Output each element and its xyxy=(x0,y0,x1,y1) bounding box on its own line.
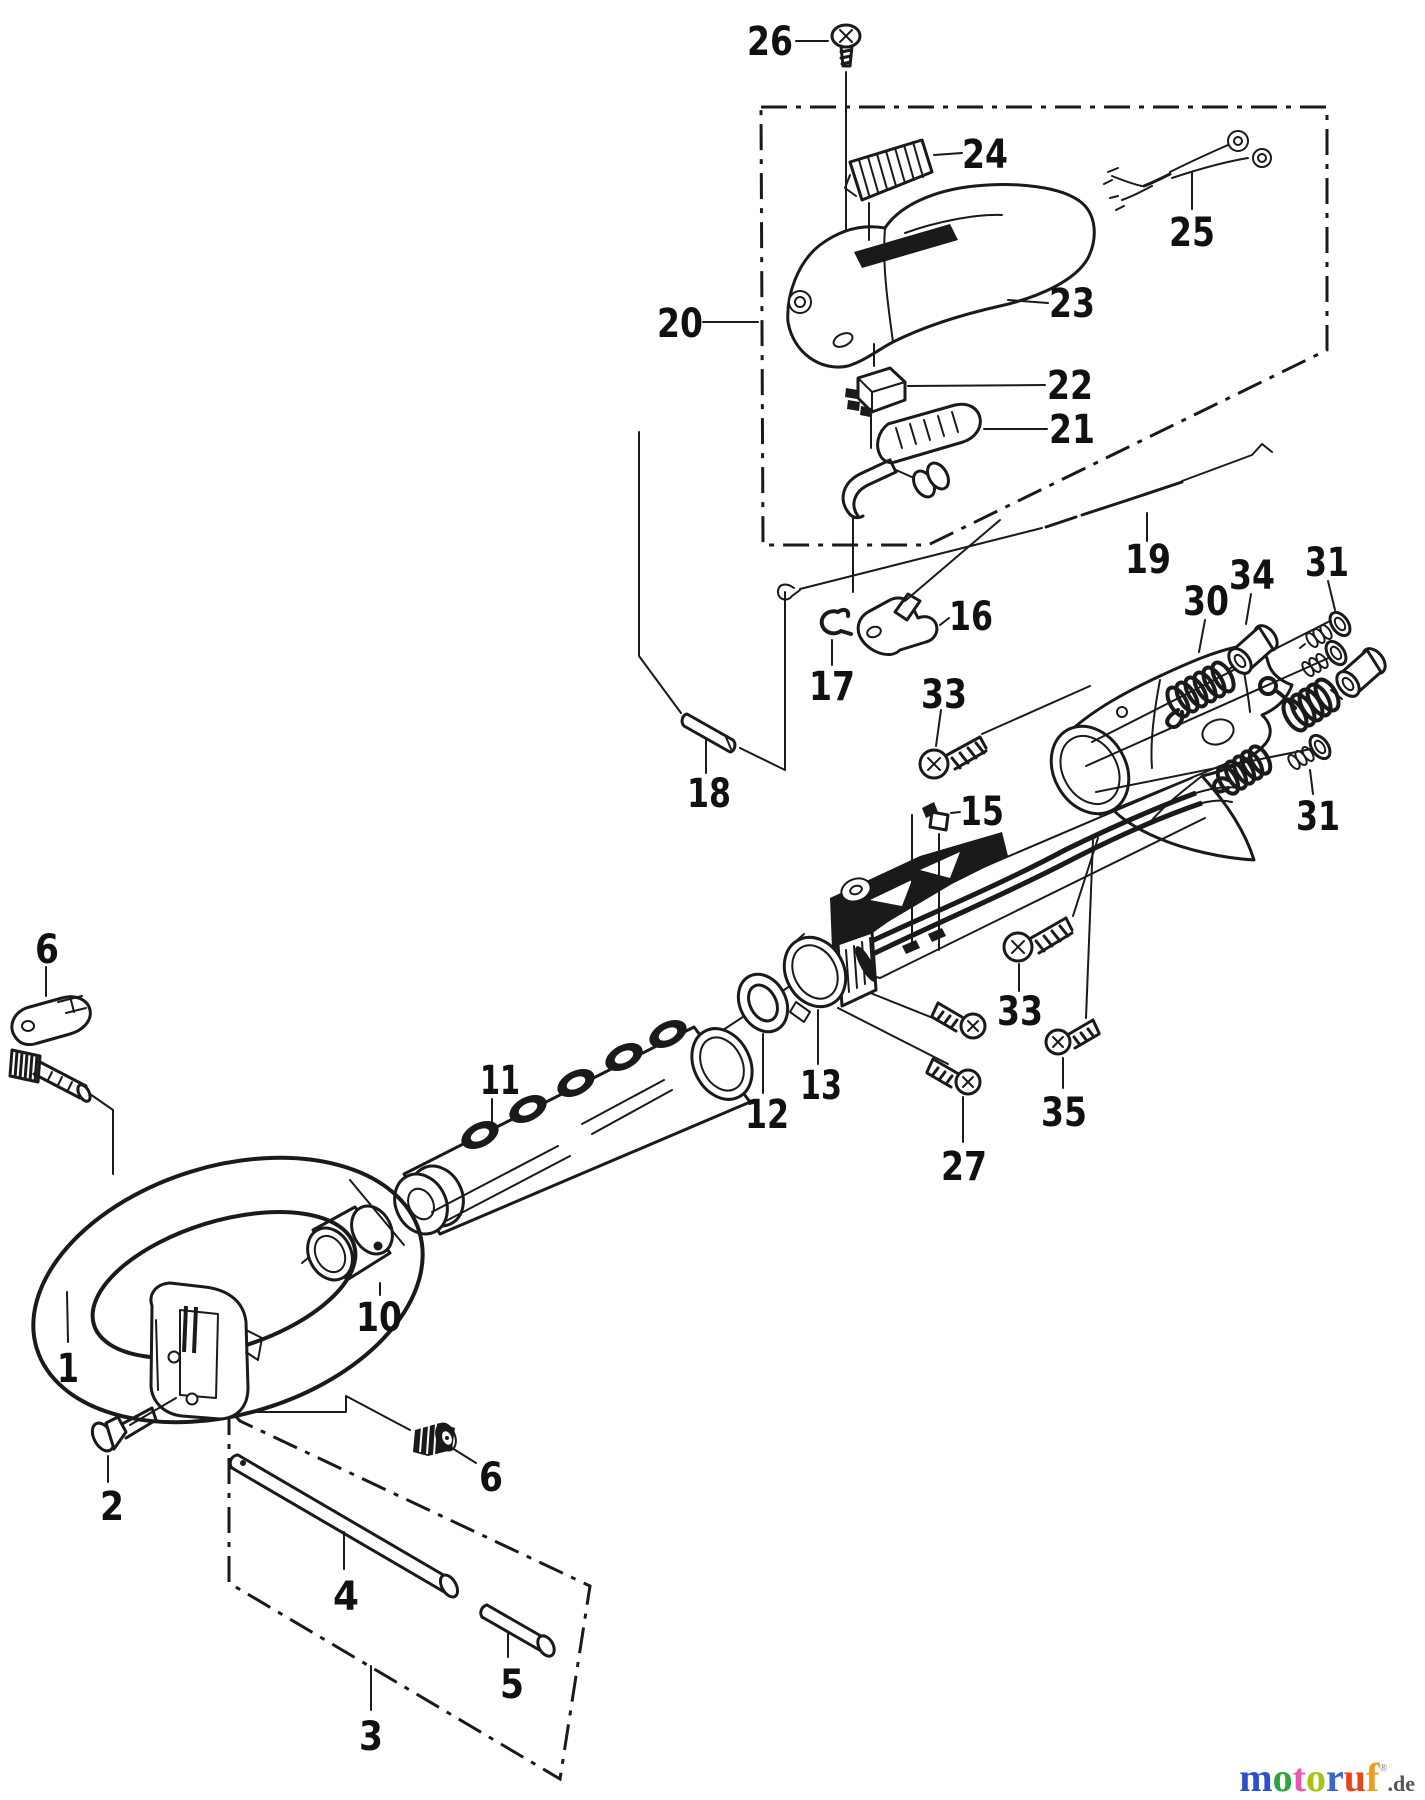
spacer-34b xyxy=(1335,647,1387,698)
callout-19: 19 xyxy=(1125,537,1171,583)
callout-18: 18 xyxy=(687,771,731,817)
callout-1: 1 xyxy=(57,1346,79,1392)
logo-letter: f xyxy=(1365,1755,1380,1800)
grommet-6 xyxy=(247,1395,477,1464)
callout-31-upper: 31 xyxy=(1305,540,1349,586)
motoruf-logo: motoruf®.de xyxy=(1239,1758,1415,1798)
washer-12 xyxy=(736,972,790,1094)
logo-letter: m xyxy=(1239,1755,1273,1800)
callout-2: 2 xyxy=(100,1484,124,1530)
callout-13: 13 xyxy=(800,1063,842,1109)
box3-leader xyxy=(370,321,759,1711)
callout-16: 16 xyxy=(949,594,993,640)
throttle-trigger-21 xyxy=(841,402,1048,593)
callout-6-grommet: 6 xyxy=(479,1455,503,1501)
screw-35 xyxy=(1044,839,1101,1089)
callout-34: 34 xyxy=(1229,553,1275,599)
logo-letter: o xyxy=(1272,1755,1293,1800)
screw-31-lower xyxy=(1287,733,1332,795)
screw-27a xyxy=(930,1001,987,1040)
callout-labels: 26 20 24 25 23 22 21 19 30 34 31 16 17 3… xyxy=(35,19,1349,1760)
callout-33-lower: 33 xyxy=(997,989,1043,1035)
clip-17 xyxy=(819,607,853,666)
logo-trademark: ® xyxy=(1379,1762,1388,1774)
logo-letter: r xyxy=(1325,1755,1344,1800)
screw-31-upper xyxy=(1299,580,1352,677)
spacer-34 xyxy=(1227,593,1279,675)
callout-17: 17 xyxy=(809,664,855,710)
group-box-3 xyxy=(227,1405,592,1782)
pin-18 xyxy=(638,431,786,774)
clamp-lever-6 xyxy=(8,966,114,1175)
spring-lower xyxy=(1212,744,1273,796)
torsion-spring xyxy=(1258,676,1343,733)
callout-20: 20 xyxy=(657,301,703,347)
throttle-cable-19 xyxy=(777,443,1273,601)
shaft-tube-11 xyxy=(393,1019,754,1236)
screw-33-lower xyxy=(1002,837,1099,992)
callout-27: 27 xyxy=(941,1144,987,1190)
screw-33-upper xyxy=(918,685,1091,780)
callout-22: 22 xyxy=(1047,363,1093,409)
bushing-10 xyxy=(306,1204,394,1296)
callout-3: 3 xyxy=(359,1714,383,1760)
drive-shaft-4 xyxy=(228,1453,460,1599)
callout-24: 24 xyxy=(962,132,1008,178)
ribbed-cover-24 xyxy=(844,138,963,241)
callout-6-lever: 6 xyxy=(35,927,59,973)
spring-30 xyxy=(1165,619,1239,729)
wiring-harness-25 xyxy=(1103,130,1272,211)
callout-23: 23 xyxy=(1049,281,1095,327)
logo-letter: o xyxy=(1305,1755,1326,1800)
lock-pin-15 xyxy=(911,802,961,951)
coupler-tube-13 xyxy=(782,930,878,1065)
callout-33-upper: 33 xyxy=(921,672,967,718)
logo-letter: u xyxy=(1343,1755,1366,1800)
callout-10: 10 xyxy=(356,1295,402,1341)
callout-11: 11 xyxy=(480,1058,520,1104)
screw-2 xyxy=(90,1397,177,1483)
callout-30: 30 xyxy=(1183,579,1229,625)
screw-27b xyxy=(837,991,982,1143)
callout-26: 26 xyxy=(747,19,793,65)
logo-suffix: .de xyxy=(1387,1771,1416,1796)
callout-15: 15 xyxy=(960,789,1004,835)
handle-clamp xyxy=(149,1281,263,1421)
logo-letter: t xyxy=(1292,1755,1306,1800)
callout-35: 35 xyxy=(1041,1090,1087,1136)
callout-12: 12 xyxy=(745,1092,789,1138)
lockout-lever-16 xyxy=(856,519,1001,656)
callout-31-lower: 31 xyxy=(1296,794,1340,840)
callout-5: 5 xyxy=(500,1662,524,1708)
handle-housing-23 xyxy=(786,183,1096,369)
callout-21: 21 xyxy=(1049,407,1095,453)
pin-5 xyxy=(479,1603,556,1658)
callout-25: 25 xyxy=(1169,210,1215,256)
switch-22 xyxy=(845,343,1046,417)
callout-4: 4 xyxy=(333,1574,359,1620)
group-box-20 xyxy=(759,105,1329,547)
